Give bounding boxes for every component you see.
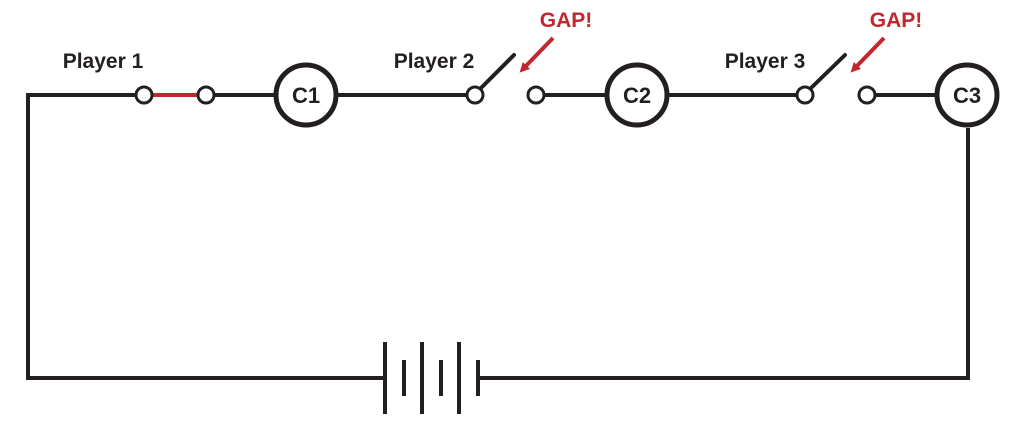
wire-right-side [478,128,970,380]
gap-arrow-3 [850,36,886,73]
switch-player-3: Player 3 GAP! [725,9,923,105]
circuit-wires [26,93,970,380]
switch-1-left-terminal [134,85,154,105]
bulb-c1-circle [273,62,339,128]
bulb-c1-label: C1 [292,83,320,108]
wire-left-side [26,93,383,380]
switch-2-label: Player 2 [394,50,475,73]
switch-2-lever [478,53,516,91]
gap-label-3: GAP! [870,9,923,32]
switch-2-right-terminal [526,85,546,105]
switch-3-label: Player 3 [725,50,806,73]
bulb-c3-circle [934,62,1000,128]
bulb-c2: C2 [604,62,670,128]
bulb-c1: C1 [273,62,339,128]
switch-player-2: Player 2 GAP! [394,9,593,105]
switch-player-1: Player 1 [63,50,216,105]
bulb-c3-label: C3 [953,83,981,108]
switch-3-lever [808,53,847,91]
battery [383,342,480,414]
gap-arrow-2 [519,36,555,73]
switch-3-right-terminal [857,85,877,105]
switch-3-left-terminal [795,85,815,105]
bulb-c3: C3 [934,62,1000,128]
bulb-c2-circle [604,62,670,128]
switch-1-right-terminal [196,85,216,105]
gap-label-2: GAP! [540,9,593,32]
switch-2-left-terminal [465,85,485,105]
bulb-c2-label: C2 [623,83,651,108]
switch-1-label: Player 1 [63,50,144,73]
